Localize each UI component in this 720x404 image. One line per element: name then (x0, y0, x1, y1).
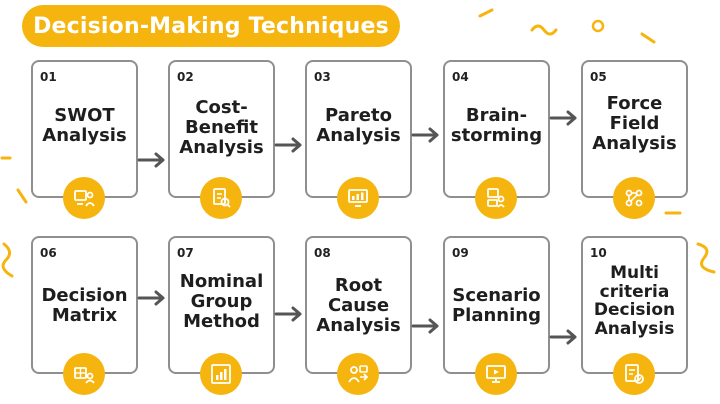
step-number: 07 (177, 246, 194, 260)
nominal-group-icon (200, 353, 242, 395)
step-label: Multi criteria Decision Analysis (593, 263, 676, 340)
arrow-right-icon (274, 137, 302, 153)
step-number: 05 (590, 70, 607, 84)
arrow-right-icon (274, 306, 302, 322)
step-number: 02 (177, 70, 194, 84)
arrow-right-icon (411, 318, 439, 334)
step-label: Root Cause Analysis (316, 275, 401, 336)
arrow-right-icon (411, 127, 439, 143)
confetti-decoration (664, 211, 682, 215)
page-title: Decision-Making Techniques (33, 13, 389, 39)
step-label: Force Field Analysis (592, 93, 677, 154)
step-label: SWOT Analysis (42, 105, 127, 146)
step-card: 06 Decision Matrix (31, 236, 138, 374)
step-card: 08 Root Cause Analysis (305, 236, 412, 374)
step-card: 01 SWOT Analysis (31, 60, 138, 198)
confetti-decoration (0, 156, 28, 204)
step-number: 09 (452, 246, 469, 260)
pareto-icon (337, 177, 379, 219)
brainstorming-icon (475, 177, 517, 219)
step-label: Nominal Group Method (179, 271, 264, 332)
arrow-right-icon (549, 329, 577, 345)
step-number: 10 (590, 246, 607, 260)
step-card: 04 Brain- storming (443, 60, 550, 198)
step-card: 10 Multi criteria Decision Analysis (581, 236, 688, 374)
confetti-decoration (696, 242, 716, 274)
step-number: 06 (40, 246, 57, 260)
force-field-icon (613, 177, 655, 219)
swot-icon (63, 177, 105, 219)
step-card: 07 Nominal Group Method (168, 236, 275, 374)
step-label: Decision Matrix (41, 285, 128, 326)
step-card: 03 Pareto Analysis (305, 60, 412, 198)
arrow-right-icon (137, 290, 165, 306)
step-number: 01 (40, 70, 57, 84)
cost-benefit-icon (200, 177, 242, 219)
root-cause-icon (337, 353, 379, 395)
step-label: Brain- storming (450, 105, 543, 146)
arrow-right-icon (549, 110, 577, 126)
decision-matrix-icon (63, 353, 105, 395)
step-label: Scenario Planning (451, 285, 541, 326)
step-number: 03 (314, 70, 331, 84)
mcda-icon (613, 353, 655, 395)
confetti-decoration (478, 8, 656, 44)
step-number: 08 (314, 246, 331, 260)
confetti-decoration (1, 242, 14, 278)
step-label: Pareto Analysis (316, 105, 401, 146)
arrow-right-icon (137, 152, 165, 168)
step-card: 02 Cost- Benefit Analysis (168, 60, 275, 198)
step-card: 09 Scenario Planning (443, 236, 550, 374)
scenario-planning-icon (475, 353, 517, 395)
step-number: 04 (452, 70, 469, 84)
step-label: Cost- Benefit Analysis (179, 97, 264, 158)
title-banner: Decision-Making Techniques (22, 5, 400, 47)
